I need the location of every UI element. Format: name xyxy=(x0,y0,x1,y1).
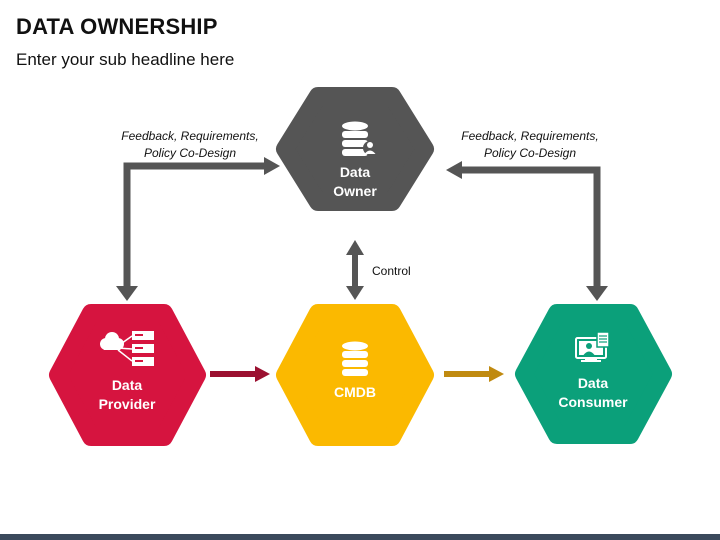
cmdb-label: CMDB xyxy=(334,384,376,400)
data-owner-node: Data Owner xyxy=(276,87,434,211)
control-label: Control xyxy=(372,264,411,278)
cloud-server-icon xyxy=(100,331,154,366)
data-provider-label-line2: Provider xyxy=(99,396,156,412)
data-consumer-node: Data Consumer xyxy=(515,304,672,444)
data-consumer-label-line2: Consumer xyxy=(558,394,628,410)
data-owner-label-line1: Data xyxy=(340,164,371,180)
control-connector xyxy=(346,240,364,300)
cmdb-node: CMDB xyxy=(276,304,434,446)
left-feedback-connector xyxy=(116,157,280,301)
data-owner-label-line2: Owner xyxy=(333,183,377,199)
database-icon xyxy=(342,341,368,376)
cmdb-to-consumer-arrow xyxy=(444,366,504,382)
page-title: DATA OWNERSHIP xyxy=(16,14,218,39)
left-feedback-note-line2: Policy Co-Design xyxy=(144,146,236,160)
right-feedback-note-line2: Policy Co-Design xyxy=(484,146,576,160)
provider-to-cmdb-arrow xyxy=(210,366,270,382)
right-feedback-note-line1: Feedback, Requirements, xyxy=(461,129,598,143)
data-provider-node: Data Provider xyxy=(49,304,206,446)
database-user-icon xyxy=(342,121,377,156)
right-feedback-connector xyxy=(446,161,608,301)
monitor-document-icon xyxy=(575,331,610,362)
page-subtitle: Enter your sub headline here xyxy=(16,50,235,69)
data-consumer-label-line1: Data xyxy=(578,375,609,391)
bottom-bar xyxy=(0,534,720,540)
data-provider-label-line1: Data xyxy=(112,377,143,393)
left-feedback-note-line1: Feedback, Requirements, xyxy=(121,129,258,143)
